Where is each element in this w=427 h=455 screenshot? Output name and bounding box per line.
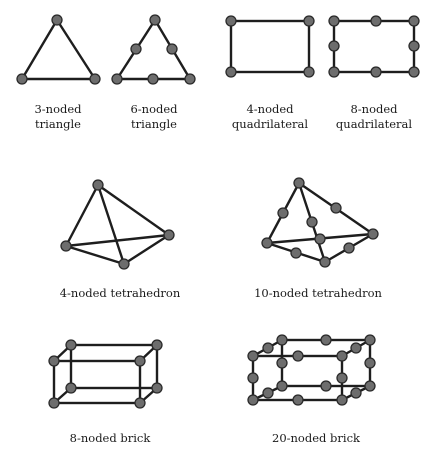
node bbox=[225, 15, 237, 27]
element-20-noded-brick: 20-noded brick bbox=[247, 334, 376, 445]
node bbox=[350, 342, 362, 354]
element-label-line: 8-noded bbox=[350, 102, 398, 116]
node bbox=[364, 357, 376, 369]
node bbox=[48, 397, 60, 409]
node bbox=[151, 382, 163, 394]
element-label-line: 20-noded brick bbox=[272, 431, 361, 445]
node bbox=[247, 372, 259, 384]
node bbox=[370, 15, 382, 27]
node bbox=[247, 350, 259, 362]
element-8-noded-quadrilateral: 8-noded quadrilateral bbox=[328, 15, 420, 131]
node bbox=[261, 237, 273, 249]
element-label-line: 4-noded bbox=[246, 102, 294, 116]
node bbox=[408, 15, 420, 27]
shape bbox=[247, 334, 376, 406]
node bbox=[16, 73, 28, 85]
node bbox=[328, 15, 340, 27]
node bbox=[277, 207, 289, 219]
node bbox=[303, 66, 315, 78]
node bbox=[48, 355, 60, 367]
node bbox=[336, 372, 348, 384]
element-label-line: 8-noded brick bbox=[70, 431, 152, 445]
node bbox=[89, 73, 101, 85]
shape bbox=[225, 15, 315, 78]
node bbox=[225, 66, 237, 78]
node bbox=[247, 394, 259, 406]
node bbox=[292, 350, 304, 362]
element-3-noded-triangle: 3-noded triangle bbox=[16, 14, 101, 131]
shape bbox=[111, 14, 196, 85]
element-8-noded-brick: 8-noded brick bbox=[48, 339, 163, 445]
node bbox=[408, 66, 420, 78]
node bbox=[118, 258, 130, 270]
element-label-line: 6-noded bbox=[130, 102, 178, 116]
node bbox=[92, 179, 104, 191]
node bbox=[306, 216, 318, 228]
element-4-noded-tetrahedron: 4-noded tetrahedron bbox=[60, 179, 181, 300]
node bbox=[262, 387, 274, 399]
node bbox=[147, 73, 159, 85]
node bbox=[130, 43, 142, 55]
element-label-line: 3-noded bbox=[34, 102, 82, 116]
node bbox=[303, 15, 315, 27]
element-label-line: 4-noded tetrahedron bbox=[60, 286, 181, 300]
node bbox=[320, 334, 332, 346]
node bbox=[364, 334, 376, 346]
element-6-noded-triangle: 6-noded triangle bbox=[111, 14, 196, 131]
node bbox=[292, 394, 304, 406]
node bbox=[151, 339, 163, 351]
node bbox=[328, 40, 340, 52]
element-4-noded-quadrilateral: 4-noded quadrilateral bbox=[225, 15, 315, 131]
node bbox=[262, 342, 274, 354]
node bbox=[134, 397, 146, 409]
node bbox=[408, 40, 420, 52]
shape bbox=[48, 339, 163, 409]
node bbox=[364, 380, 376, 392]
node bbox=[336, 350, 348, 362]
element-label-line: 10-noded tetrahedron bbox=[254, 286, 382, 300]
node bbox=[328, 66, 340, 78]
node bbox=[276, 380, 288, 392]
shape bbox=[60, 179, 175, 270]
element-label-line: quadrilateral bbox=[232, 117, 308, 131]
node bbox=[111, 73, 123, 85]
node bbox=[134, 355, 146, 367]
node bbox=[330, 202, 342, 214]
node bbox=[276, 334, 288, 346]
node bbox=[60, 240, 72, 252]
node bbox=[149, 14, 161, 26]
node bbox=[65, 382, 77, 394]
node bbox=[163, 229, 175, 241]
node bbox=[370, 66, 382, 78]
shape bbox=[261, 177, 379, 268]
node bbox=[166, 43, 178, 55]
node bbox=[276, 357, 288, 369]
node bbox=[51, 14, 63, 26]
node bbox=[336, 394, 348, 406]
shape bbox=[328, 15, 420, 78]
node bbox=[367, 228, 379, 240]
shape bbox=[16, 14, 101, 85]
element-10-noded-tetrahedron: 10-noded tetrahedron bbox=[254, 177, 383, 300]
node bbox=[320, 380, 332, 392]
node bbox=[319, 256, 331, 268]
node bbox=[290, 247, 302, 259]
node bbox=[343, 242, 355, 254]
node bbox=[350, 387, 362, 399]
node bbox=[314, 233, 326, 245]
node bbox=[65, 339, 77, 351]
node bbox=[184, 73, 196, 85]
element-label-line: triangle bbox=[35, 117, 81, 131]
element-label-line: triangle bbox=[131, 117, 177, 131]
node bbox=[293, 177, 305, 189]
element-label-line: quadrilateral bbox=[336, 117, 412, 131]
